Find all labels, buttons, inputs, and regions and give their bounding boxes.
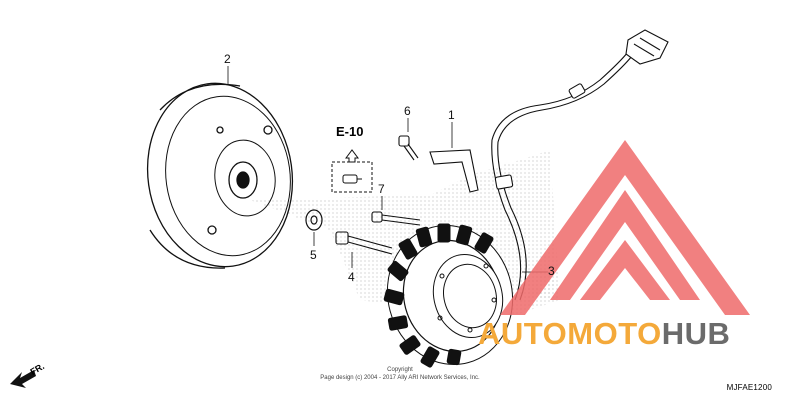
bolt-part-6 — [398, 135, 419, 161]
reference-box — [331, 149, 373, 193]
watermark-logo-icon — [500, 140, 750, 315]
flywheel-part — [146, 82, 294, 269]
washer-part — [305, 209, 323, 231]
watermark-text-part2: HUB — [661, 316, 731, 351]
bolt-part-7 — [371, 211, 421, 226]
watermark-text-part1: AUTOMOTO — [478, 316, 662, 351]
bolt-part-4 — [335, 231, 393, 255]
wiring-harness — [491, 29, 669, 301]
stator-part — [383, 223, 514, 368]
callout-1: 1 — [448, 108, 455, 122]
callout-5: 5 — [310, 248, 317, 262]
watermark-brand-text: AUTOMOTOHUB — [478, 316, 730, 352]
copyright-line-2: Page design (c) 2004 - 2017 Ally ARI Net… — [320, 375, 480, 381]
clamp-part-1 — [429, 149, 479, 193]
callout-7: 7 — [378, 182, 385, 196]
reference-label: E-10 — [336, 124, 364, 139]
callout-4: 4 — [348, 270, 355, 284]
part-code: MJFAE1200 — [726, 383, 772, 392]
callout-6: 6 — [404, 104, 411, 118]
front-direction-arrow — [10, 370, 36, 388]
callout-3: 3 — [548, 264, 555, 278]
callout-2: 2 — [224, 52, 231, 66]
copyright-line-1: Copyright — [387, 367, 413, 373]
